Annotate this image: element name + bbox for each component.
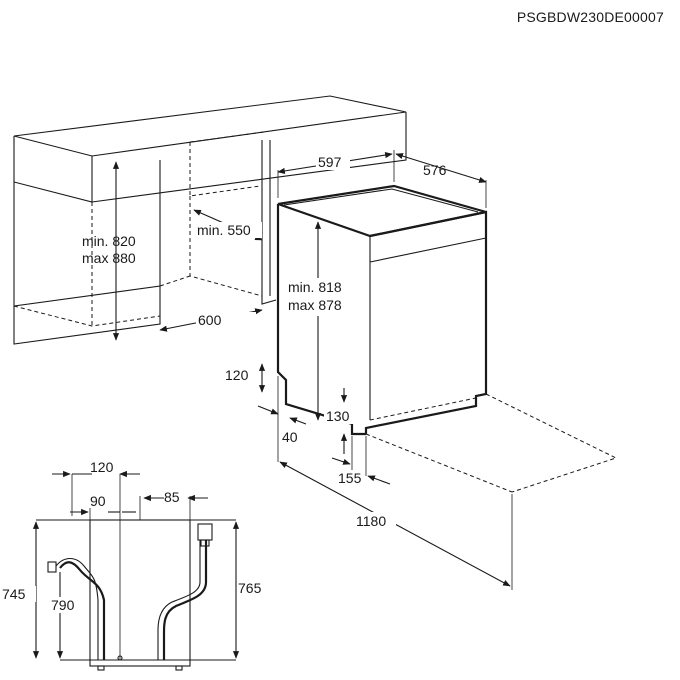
label-hose-height-745: 745 [2, 586, 26, 602]
dishwasher-outline [276, 184, 488, 436]
label-plinth-offset: 40 [282, 429, 298, 445]
label-niche-width: 600 [198, 312, 222, 328]
label-plinth-clearance: 130 [326, 408, 350, 424]
label-niche-height-min: min. 820 [82, 233, 136, 249]
label-overall-depth: 1180 [356, 513, 386, 529]
reference-code: PSGBDW230DE00007 [517, 9, 664, 25]
label-rear-offset-85: 85 [164, 489, 180, 505]
floor-outline [365, 393, 618, 493]
label-plinth-height: 120 [225, 367, 249, 383]
label-niche-height-max: max 880 [82, 250, 136, 266]
label-rear-offset-90: 90 [90, 493, 106, 509]
label-appliance-depth: 576 [423, 162, 447, 178]
label-niche-depth: min. 550 [197, 222, 251, 238]
label-hose-height-790: 790 [51, 597, 75, 613]
rear-view-outline [32, 470, 240, 671]
label-appliance-width: 597 [318, 154, 342, 170]
label-plinth-depth: 155 [338, 470, 362, 486]
label-appliance-height-max: max 878 [288, 297, 342, 313]
label-hose-height-765: 765 [238, 580, 262, 596]
label-appliance-height-min: min. 818 [288, 279, 342, 295]
label-rear-offset-120: 120 [90, 459, 114, 475]
